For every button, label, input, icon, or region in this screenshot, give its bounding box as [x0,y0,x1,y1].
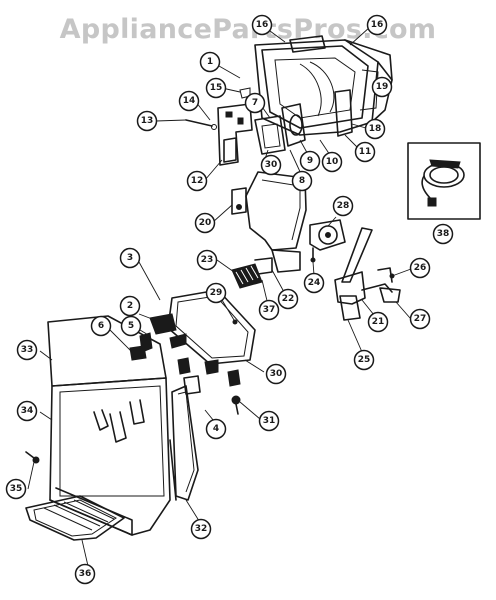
svg-text:19: 19 [376,82,389,92]
callout-37: 37 [258,299,280,321]
svg-text:38: 38 [437,229,450,239]
svg-text:30: 30 [265,160,278,170]
svg-text:16: 16 [256,20,269,30]
callout-20: 20 [194,212,216,234]
callout-5: 5 [120,315,142,337]
callout-19: 19 [371,76,393,98]
callout-2: 2 [119,295,141,317]
svg-text:29: 29 [210,288,223,298]
callout-28: 28 [332,195,354,217]
svg-text:25: 25 [358,355,371,365]
lever-arm [334,227,401,321]
callout-3: 3 [119,247,141,269]
callout-34: 34 [16,400,38,422]
svg-text:3: 3 [127,253,133,263]
callout-10: 10 [321,151,343,173]
svg-text:36: 36 [79,569,92,579]
svg-text:13: 13 [141,116,154,126]
svg-text:27: 27 [414,314,427,324]
svg-text:7: 7 [252,98,258,108]
callout-32: 32 [190,518,212,540]
callout-16-right: 16 [366,14,388,36]
svg-text:24: 24 [308,278,321,288]
callout-13: 13 [136,110,158,132]
svg-text:23: 23 [201,255,214,265]
svg-text:20: 20 [199,218,212,228]
svg-text:26: 26 [414,263,427,273]
trim-strip [171,375,241,501]
svg-text:31: 31 [263,416,276,426]
svg-text:5: 5 [128,321,134,331]
svg-text:8: 8 [299,176,305,186]
callout-31: 31 [258,410,280,432]
svg-text:30: 30 [270,369,283,379]
svg-text:4: 4 [213,424,219,434]
callout-bubbles: 1 2 3 4 5 6 7 8 9 10 11 12 13 14 15 16 1… [5,14,454,585]
callout-14: 14 [178,90,200,112]
callout-6: 6 [90,315,112,337]
callout-29: 29 [205,282,227,304]
svg-text:18: 18 [369,124,382,134]
callout-9: 9 [299,150,321,172]
callout-16: 16 [251,14,273,36]
svg-text:10: 10 [326,157,339,167]
svg-text:16: 16 [371,20,384,30]
svg-text:11: 11 [359,147,372,157]
svg-text:32: 32 [195,524,208,534]
svg-text:28: 28 [337,201,350,211]
svg-text:33: 33 [21,345,34,355]
callout-12: 12 [186,170,208,192]
svg-text:15: 15 [210,83,223,93]
svg-text:35: 35 [10,484,23,494]
drip-tray [25,451,125,541]
svg-text:12: 12 [191,176,204,186]
callout-8: 8 [291,170,313,192]
spring-part [231,257,273,289]
callout-1: 1 [199,51,221,73]
svg-text:2: 2 [127,301,133,311]
dispenser-housing [47,315,177,536]
callout-38: 38 [432,223,454,245]
callout-30-bottom: 30 [265,363,287,385]
wire-harness-inset [407,142,481,220]
callout-36: 36 [74,563,96,585]
svg-text:37: 37 [263,305,276,315]
callout-27: 27 [409,308,431,330]
callout-23: 23 [196,249,218,271]
callout-30-top: 30 [260,154,282,176]
svg-text:6: 6 [98,321,104,331]
auger-motor [309,219,346,263]
callout-7: 7 [244,92,266,114]
callout-11: 11 [354,141,376,163]
callout-35: 35 [5,478,27,500]
svg-text:9: 9 [307,156,313,166]
svg-text:1: 1 [207,57,213,67]
svg-text:21: 21 [372,317,385,327]
callout-24: 24 [303,272,325,294]
callout-26: 26 [409,257,431,279]
callout-18: 18 [364,118,386,140]
callout-21: 21 [367,311,389,333]
callout-15: 15 [205,77,227,99]
callout-22: 22 [277,288,299,310]
callout-25: 25 [353,349,375,371]
callout-4: 4 [205,418,227,440]
svg-text:14: 14 [183,96,196,106]
svg-text:34: 34 [21,406,34,416]
callout-33: 33 [16,339,38,361]
svg-text:22: 22 [282,294,295,304]
